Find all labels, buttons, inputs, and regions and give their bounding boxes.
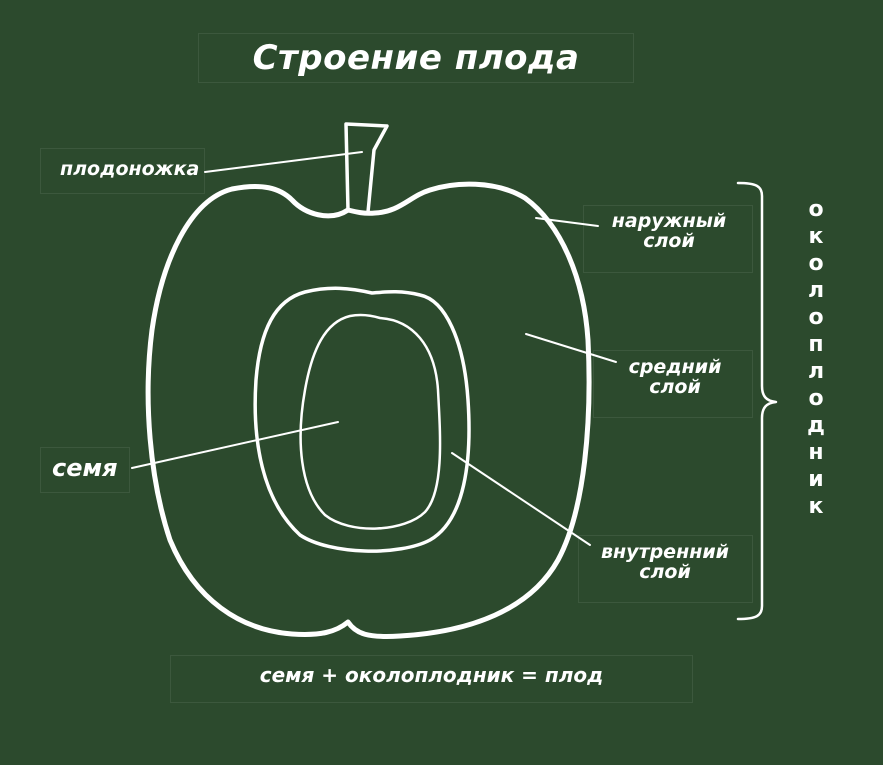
pericarp-letter: к: [808, 494, 824, 519]
endocarp-outline: [253, 286, 471, 553]
fruit-outline: [145, 181, 592, 639]
inner-layer-label-line2: слой: [639, 560, 691, 583]
diagram-title: Строение плода: [252, 38, 580, 78]
pericarp-letter: о: [808, 251, 824, 276]
middle-layer-label-line2: слой: [649, 375, 701, 398]
formula-text: семя + околоплодник = плод: [259, 663, 604, 687]
seed-label: семя: [52, 454, 118, 482]
outer-leader-line: [535, 217, 599, 227]
pericarp-letter: к: [808, 224, 824, 249]
pericarp-letter: л: [807, 359, 825, 384]
inner-layer-label-line1: внутренний: [601, 541, 729, 563]
pericarp-brace: [736, 181, 778, 621]
stalk-leader-line: [204, 151, 363, 173]
pericarp-letter: л: [807, 278, 825, 303]
outer-layer-label-box: [583, 205, 753, 273]
pericarp-letter: о: [808, 386, 824, 411]
outer-layer-label-line1: наружный: [611, 210, 727, 232]
seed-outline: [299, 313, 442, 530]
pericarp-letter: п: [808, 332, 824, 357]
formula-box: [170, 655, 693, 703]
middle-layer-label-box: [593, 350, 753, 418]
seed-label-box: [40, 447, 130, 493]
inner-layer-label: внутренний слой: [590, 541, 740, 583]
pericarp-letter: о: [808, 305, 824, 330]
middle-layer-label-line1: средний: [628, 356, 722, 378]
outer-layer-label-line2: слой: [643, 229, 695, 252]
seed-leader-line: [131, 421, 339, 469]
inner-leader-line: [451, 452, 591, 546]
pericarp-letter: н: [808, 440, 824, 465]
pericarp-letter: о: [808, 197, 824, 222]
title-box: [198, 33, 634, 83]
middle-layer-label: средний слой: [610, 356, 740, 398]
stalk-label: плодоножка: [60, 158, 200, 180]
stalk-label-box: [40, 148, 205, 194]
stem-outline: [344, 122, 389, 214]
pericarp-letter: д: [807, 413, 825, 438]
pericarp-letter: и: [808, 467, 824, 492]
outer-layer-label: наружный слой: [604, 210, 734, 252]
middle-leader-line: [525, 333, 617, 363]
inner-layer-label-box: [578, 535, 753, 603]
